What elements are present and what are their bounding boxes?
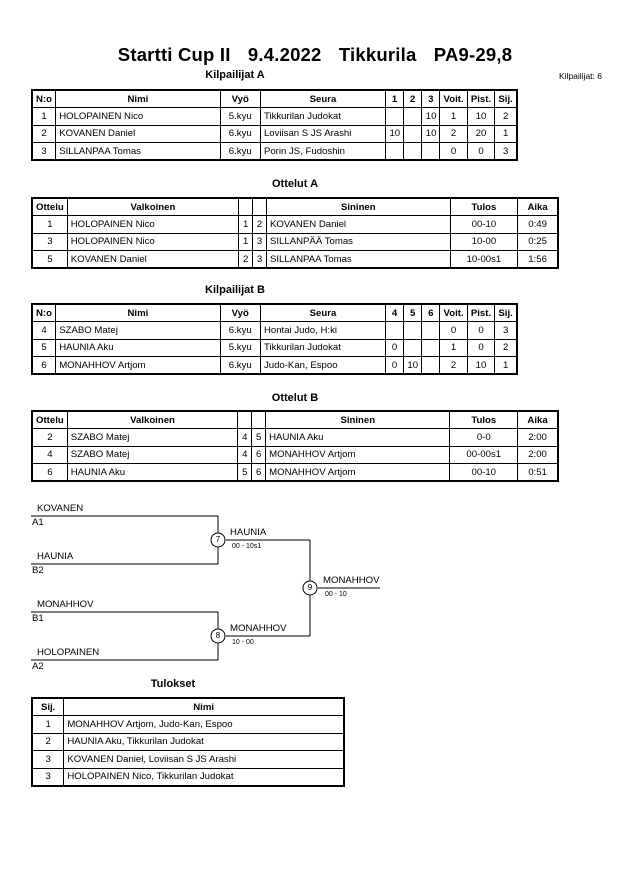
results-title: Tulokset <box>150 678 196 690</box>
cell-name: MONAHHOV Artjom, Judo-Kan, Espoo <box>63 715 345 734</box>
pool-b-table: N:o Nimi Vyö Seura 4 5 6 Voit. Pist. Sij… <box>31 303 518 375</box>
col-place: Sij. <box>31 697 65 716</box>
cell-wins: 2 <box>439 124 468 143</box>
cell-wins: 2 <box>439 356 468 375</box>
match-8-circle <box>210 628 226 644</box>
cell-wins: 0 <box>439 142 468 161</box>
final-winner: MONAHHOV <box>323 575 380 586</box>
cell-place: 3 <box>494 142 518 161</box>
matches-b-table: Ottelu Valkoinen Sininen Tulos Aika 2 SZ… <box>31 410 559 482</box>
cell-blue: SILLANPAA Tomas <box>265 250 451 269</box>
col-wins: Voit. <box>439 89 468 108</box>
semi2-top-seed: B1 <box>32 613 44 624</box>
table-row: 1 HOLOPAINEN Nico 5.kyu Tikkurilan Judok… <box>31 107 518 126</box>
cell-belt: 6.kyu <box>219 142 261 161</box>
cell-place: 2 <box>31 732 65 751</box>
pool-a-title: Kilpailijat A <box>205 69 265 81</box>
semi1-top-name: KOVANEN <box>37 503 84 514</box>
table-row: 3 SILLANPAA Tomas 6.kyu Porin JS, Fudosh… <box>31 142 518 161</box>
cell-belt: 6.kyu <box>219 356 261 375</box>
competitor-count: Kilpailijat: 6 <box>559 71 602 81</box>
match-7-circle <box>210 532 226 548</box>
cell-place: 1 <box>494 356 518 375</box>
results-header-row: Sij. Nimi <box>31 697 345 716</box>
table-row: 2 HAUNIA Aku, Tikkurilan Judokat <box>31 732 345 751</box>
col-name: Nimi <box>63 697 345 716</box>
semi2-bottom-name: HOLOPAINEN <box>37 647 100 658</box>
page-title: Startti Cup II 9.4.2022 Tikkurila PA9-29… <box>0 44 630 66</box>
cell-wins: 0 <box>439 321 468 340</box>
cell-place: 3 <box>31 767 65 786</box>
pool-a-header-row: N:o Nimi Vyö Seura 1 2 3 Voit. Pist. Sij… <box>31 89 518 108</box>
cell-blue: MONAHHOV Artjom <box>265 463 451 482</box>
cell-match: 6 <box>31 463 68 482</box>
match-7-number: 7 <box>215 535 221 544</box>
cell-name: SILLANPAA Tomas <box>55 142 221 161</box>
table-row: 3 KOVANEN Daniel, Loviisan S JS Arashi <box>31 750 345 769</box>
event-date: 9.4.2022 <box>247 44 322 65</box>
table-row: 3 HOLOPAINEN Nico, Tikkurilan Judokat <box>31 767 345 786</box>
cell-match: 5 <box>31 250 68 269</box>
semi1-bottom-seed: B2 <box>32 565 44 576</box>
results-table: Sij. Nimi 1 MONAHHOV Artjom, Judo-Kan, E… <box>31 697 345 787</box>
table-row: 5 HAUNIA Aku 5.kyu Tikkurilan Judokat 0 … <box>31 338 518 357</box>
semi2-winner: MONAHHOV <box>230 623 287 634</box>
table-row: 2 SZABO Matej 4 5 HAUNIA Aku 0-0 2:00 <box>31 428 559 447</box>
match-9-number: 9 <box>307 583 313 592</box>
cell-place: 2 <box>494 107 518 126</box>
cell-points: 0 <box>466 142 496 161</box>
cell-time: 1:56 <box>517 250 559 269</box>
table-row: 6 HAUNIA Aku 5 6 MONAHHOV Artjom 00-10 0… <box>31 463 559 482</box>
cell-blue-no: 3 <box>252 250 267 269</box>
cell-name: MONAHHOV Artjom <box>55 356 221 375</box>
cell-white: KOVANEN Daniel <box>66 250 240 269</box>
semi1-winner: HAUNIA <box>230 527 267 538</box>
match-8-number: 8 <box>215 631 221 640</box>
semi2-bottom-seed: A2 <box>32 661 44 672</box>
event-venue: Tikkurila <box>338 44 417 65</box>
cell-time: 0:51 <box>517 463 559 482</box>
pool-a-table: N:o Nimi Vyö Seura 1 2 3 Voit. Pist. Sij… <box>31 89 518 161</box>
cell-white: HAUNIA Aku <box>66 463 239 482</box>
cell-name: HOLOPAINEN Nico, Tikkurilan Judokat <box>63 767 345 786</box>
pool-b-header-row: N:o Nimi Vyö Seura 4 5 6 Voit. Pist. Sij… <box>31 303 518 322</box>
table-row: 5 KOVANEN Daniel 2 3 SILLANPAA Tomas 10-… <box>31 250 559 269</box>
cell-blue-no: 6 <box>251 463 267 482</box>
pool-b-title: Kilpailijat B <box>205 284 265 296</box>
semi1-score: 00 - 10s1 <box>232 543 262 550</box>
matches-a-table: Ottelu Valkoinen Sininen Tulos Aika 1 HO… <box>31 197 559 269</box>
table-row: 4 SZABO Matej 4 6 MONAHHOV Artjom 00-00s… <box>31 445 559 464</box>
event-name: Startti Cup II <box>117 44 231 65</box>
table-row: 1 MONAHHOV Artjom, Judo-Kan, Espoo <box>31 715 345 734</box>
table-row: 6 MONAHHOV Artjom 6.kyu Judo-Kan, Espoo … <box>31 356 518 375</box>
cell-name: KOVANEN Daniel, Loviisan S JS Arashi <box>63 750 345 769</box>
semi2-score: 10 - 00 <box>232 639 254 646</box>
cell-place: 1 <box>31 715 65 734</box>
cell-place: 3 <box>31 750 65 769</box>
matches-b-header-row: Ottelu Valkoinen Sininen Tulos Aika <box>31 410 559 429</box>
matches-a-title: Ottelut A <box>271 178 319 190</box>
match-9-circle <box>302 580 318 596</box>
final-score: 00 - 10 <box>325 591 347 598</box>
event-category: PA9-29,8 <box>433 44 513 65</box>
semi1-top-seed: A1 <box>32 517 44 528</box>
table-row: 3 HOLOPAINEN Nico 1 3 SILLANPÄÄ Tomas 10… <box>31 232 559 251</box>
semi1-bottom-name: HAUNIA <box>37 551 74 562</box>
cell-result: 10-00s1 <box>449 250 519 269</box>
cell-name: HAUNIA Aku, Tikkurilan Judokat <box>63 732 345 751</box>
matches-b-title: Ottelut B <box>271 392 319 404</box>
semi2-top-name: MONAHHOV <box>37 599 94 610</box>
